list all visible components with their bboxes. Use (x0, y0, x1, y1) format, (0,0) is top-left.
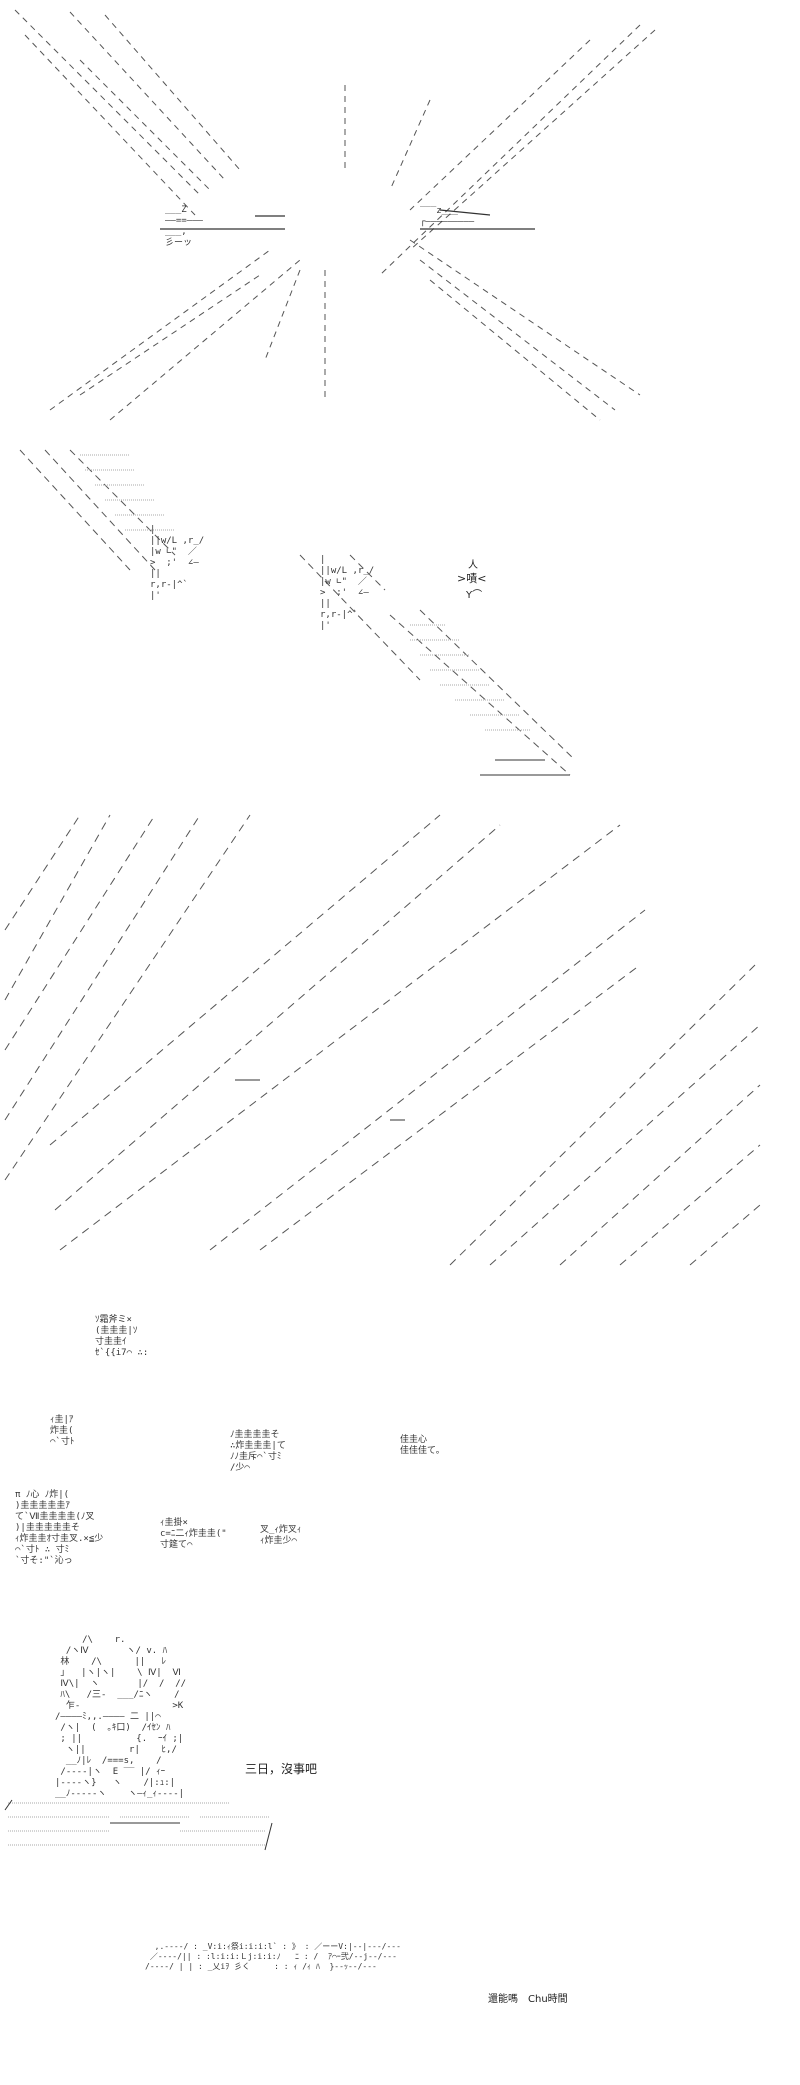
debris-cluster-6: ｨ圭掛× c=ﾆ二ｨ炸圭圭(" 寸筵て⌒ (160, 1518, 227, 1550)
explosion-left-aa: ___Z ——==——— ___, 彡ーッ (165, 205, 203, 248)
debris-cluster-4: 佳圭心 佳佳佳て。 (400, 1435, 445, 1456)
debris-cluster-1: ｿ霜斧ミ× (圭圭圭|ｿ 寸圭圭ｲ ｾ`{{i7⌒ ∴: (95, 1315, 149, 1358)
panel-bottom: ,.‐‐‐‐/ : _V:i:ｨ祭i:i:i:l` : 》 : ／ーーV:|‐‐… (0, 1940, 800, 2005)
bottom-aa: ,.‐‐‐‐/ : _V:i:ｨ祭i:i:i:l` : 》 : ／ーーV:|‐‐… (145, 1942, 401, 1971)
explosion-right-aa: ‾‾‾z___ ┌————————— (420, 206, 475, 227)
debris-cluster-2: ｨ圭|ｱ 炸圭( ⌒`寸ﾄ (50, 1415, 75, 1447)
floor-hatching (4, 1799, 273, 1851)
debris-cluster-5: π ﾉ心 ﾉ炸|( )圭圭圭圭圭ｱ て`Ⅶ圭圭圭圭(ﾉ叉 )|圭圭圭圭圭そ ｨ炸… (15, 1490, 104, 1566)
sfx-burst-bottom: Y⌒ (466, 590, 483, 601)
explosion-lines (14, 9, 656, 421)
character-aa: /\ r. /ヽⅣ ヽ/ v. ﾊ 林 /\ || ﾚ ｣ |ヽ|ヽ| \ Ⅳ|… (55, 1635, 187, 1799)
clash-face-left: | ||w/L ,r_/ |w ∟" ／ > ;' ∠— || r,r‐|^` … (150, 525, 205, 601)
bottom-caption: 還能嗎 Chu時間 (488, 1994, 568, 2005)
clash-streaks (19, 449, 576, 776)
debris-cluster-3: ﾉ圭圭圭圭そ ∴炸圭圭圭|て ﾉﾉ圭斥⌒`寸ﾐ /少⌒ (230, 1430, 286, 1473)
speed-lines (4, 814, 761, 1266)
panel-debris: ｿ霜斧ミ× (圭圭圭|ｿ 寸圭圭ｲ ｾ`{{i7⌒ ∴: ｨ圭|ｱ 炸圭( ⌒`… (0, 1280, 800, 1620)
panel-clash: | ||w/L ,r_/ |w ∟" ／ > ;' ∠— || r,r‐|^` … (0, 430, 800, 790)
panel-character: /\ r. /ヽⅣ ヽ/ v. ﾊ 林 /\ || ﾚ ｣ |ヽ|ヽ| \ Ⅳ|… (0, 1620, 800, 1910)
panel-speed-lines (0, 800, 800, 1280)
clash-face-right: | ||w/L ,r_/ |w ∟" ／ > ;' ∠— || r,r‐|^` … (320, 555, 375, 631)
debris-cluster-7: 叉_ｨ炸叉ｨ ｨ炸圭少⌒ (260, 1525, 302, 1546)
dialogue-caption: 三日，沒事吧 (245, 1762, 318, 1776)
sfx-tsk: >嘖< (457, 572, 487, 585)
sfx-burst-top: 人 (468, 560, 478, 571)
panel-explosion: ___Z ——==——— ___, 彡ーッ ‾‾‾z___ ┌————————— (0, 0, 800, 430)
